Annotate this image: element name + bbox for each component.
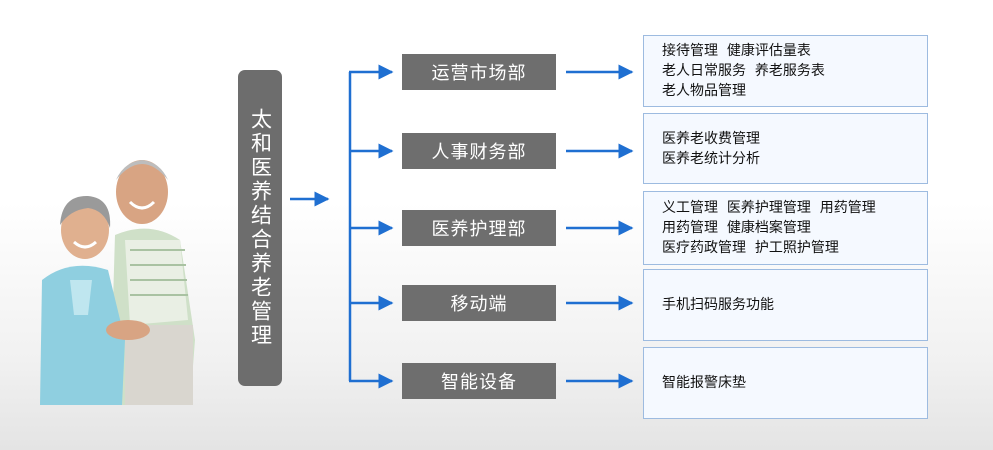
department-box: 智能设备 [402, 363, 556, 399]
function-item: 老人日常服务 养老服务表 [662, 63, 825, 79]
function-item: 用药管理 健康档案管理 [662, 220, 811, 236]
root-node: 太和医养结合养老管理 [238, 70, 282, 386]
function-item: 义工管理 医养护理管理 用药管理 [662, 200, 876, 216]
department-box: 医养护理部 [402, 210, 556, 246]
function-box: 智能报警床垫 [643, 347, 928, 419]
function-box: 医养老收费管理医养老统计分析 [643, 113, 928, 184]
function-item: 智能报警床垫 [662, 375, 746, 391]
function-box: 接待管理 健康评估量表老人日常服务 养老服务表老人物品管理 [643, 35, 928, 107]
function-item: 医疗药政管理 护工照护管理 [662, 240, 839, 256]
function-item: 医养老收费管理 [662, 130, 760, 147]
function-box: 义工管理 医养护理管理 用药管理用药管理 健康档案管理医疗药政管理 护工照护管理 [643, 191, 928, 265]
function-item: 接待管理 健康评估量表 [662, 43, 811, 59]
function-item: 医养老统计分析 [662, 150, 760, 167]
department-box: 人事财务部 [402, 133, 556, 169]
department-box: 运营市场部 [402, 54, 556, 90]
root-label: 太和医养结合养老管理 [248, 108, 273, 348]
function-box: 手机扫码服务功能 [643, 269, 928, 341]
elderly-couple-photo [40, 160, 195, 405]
function-item: 手机扫码服务功能 [662, 297, 774, 313]
department-box: 移动端 [402, 285, 556, 321]
function-item: 老人物品管理 [662, 83, 746, 99]
